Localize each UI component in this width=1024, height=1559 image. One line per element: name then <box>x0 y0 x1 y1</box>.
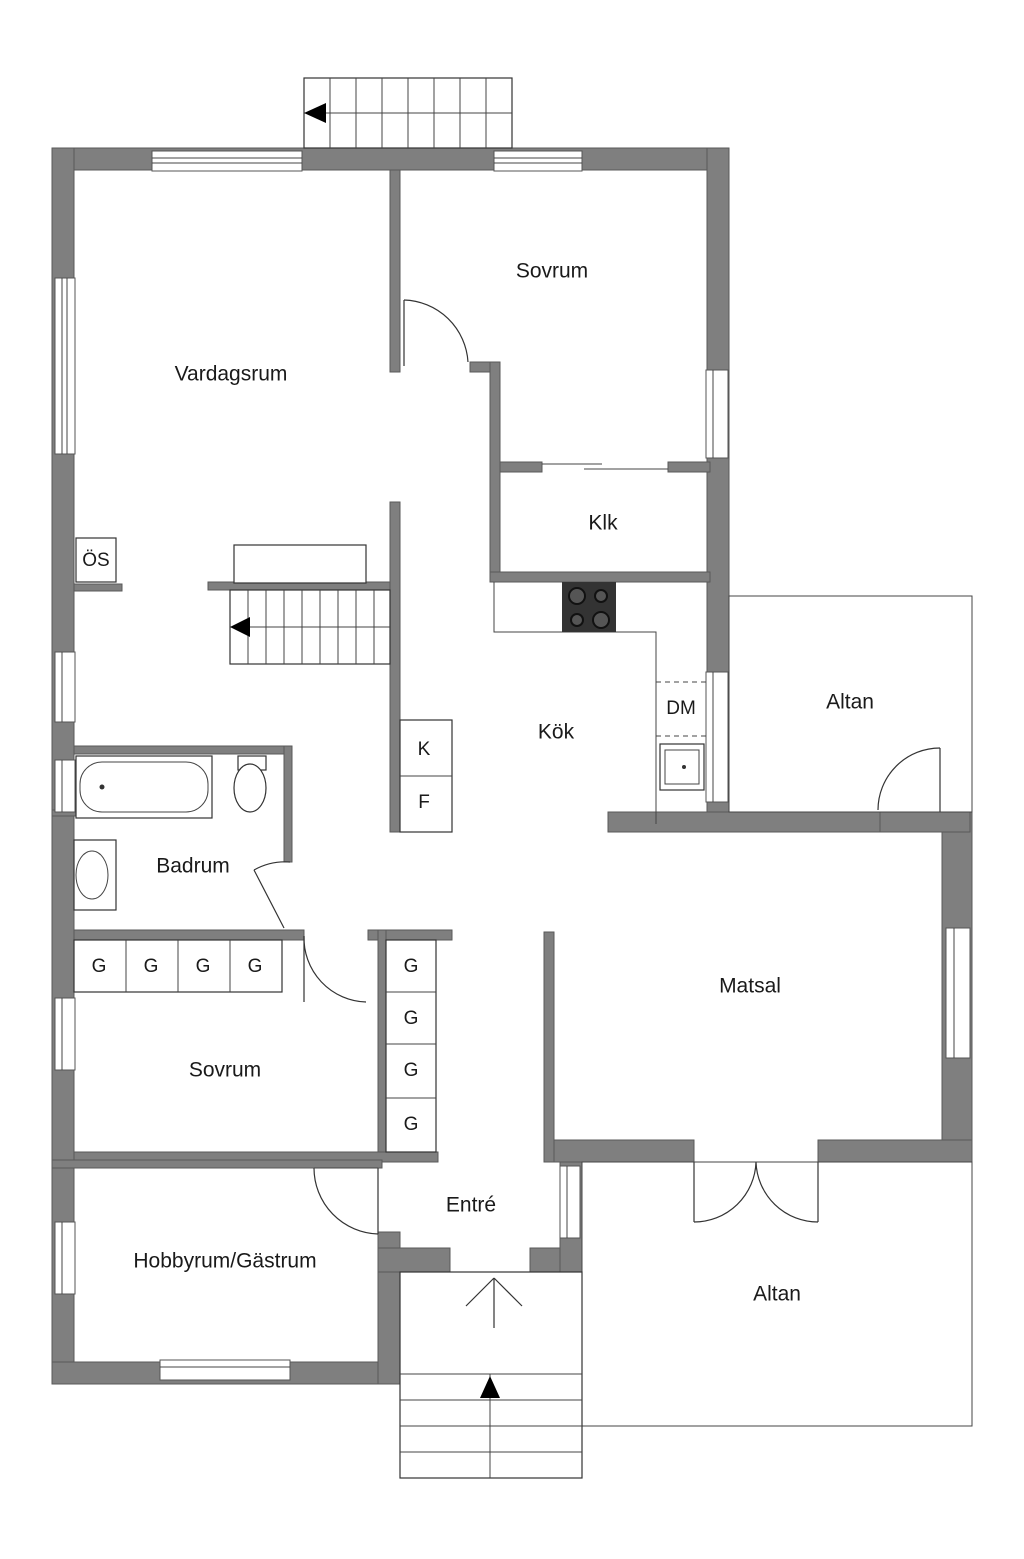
room-label-altan-bottom: Altan <box>753 1283 801 1306</box>
room-label-badrum: Badrum <box>156 855 230 878</box>
closet-label-g4: G <box>248 956 263 977</box>
entry-stair-arrow-icon <box>480 1376 500 1398</box>
closet-label-g5: G <box>404 956 419 977</box>
decks <box>399 595 973 1479</box>
fixture-labels: ÖS DM K F G G G G G G G G <box>82 550 696 1135</box>
fixture-label-dm: DM <box>666 698 696 719</box>
fixture-label-f: F <box>418 792 430 813</box>
closet-label-g8: G <box>404 1114 419 1135</box>
room-labels: Vardagsrum Sovrum Klk Kök Altan Badrum M… <box>133 260 874 1306</box>
stair-arrow-icon <box>304 103 326 123</box>
fixture-label-k: K <box>418 739 431 760</box>
closet-label-g7: G <box>404 1060 419 1081</box>
windows <box>54 150 971 1381</box>
kitchen-fixtures <box>399 582 706 833</box>
doors <box>253 299 941 1357</box>
room-label-hobbyrum: Hobbyrum/Gästrum <box>133 1250 316 1273</box>
stair-arrow-icon-2 <box>230 617 250 637</box>
closet-label-g1: G <box>92 956 107 977</box>
washbasin-icon <box>73 839 117 911</box>
closet-label-g3: G <box>196 956 211 977</box>
fixture-label-os: ÖS <box>82 550 109 571</box>
closet-label-g2: G <box>144 956 159 977</box>
interior-stairs <box>229 544 391 665</box>
closets <box>73 537 437 1153</box>
room-label-sovrum-top: Sovrum <box>516 260 588 283</box>
room-label-matsal: Matsal <box>719 975 781 998</box>
room-label-altan-right: Altan <box>826 691 874 714</box>
bathroom-fixtures <box>73 755 267 911</box>
room-label-kok: Kök <box>538 721 575 744</box>
top-stairs <box>303 77 513 149</box>
closet-label-g6: G <box>404 1008 419 1029</box>
room-label-klk: Klk <box>588 512 618 535</box>
room-label-sovrum-left: Sovrum <box>189 1059 261 1082</box>
room-label-entre: Entré <box>446 1194 496 1217</box>
entry-arrow-icon <box>465 1277 523 1328</box>
room-label-vardagsrum: Vardagsrum <box>175 363 288 386</box>
